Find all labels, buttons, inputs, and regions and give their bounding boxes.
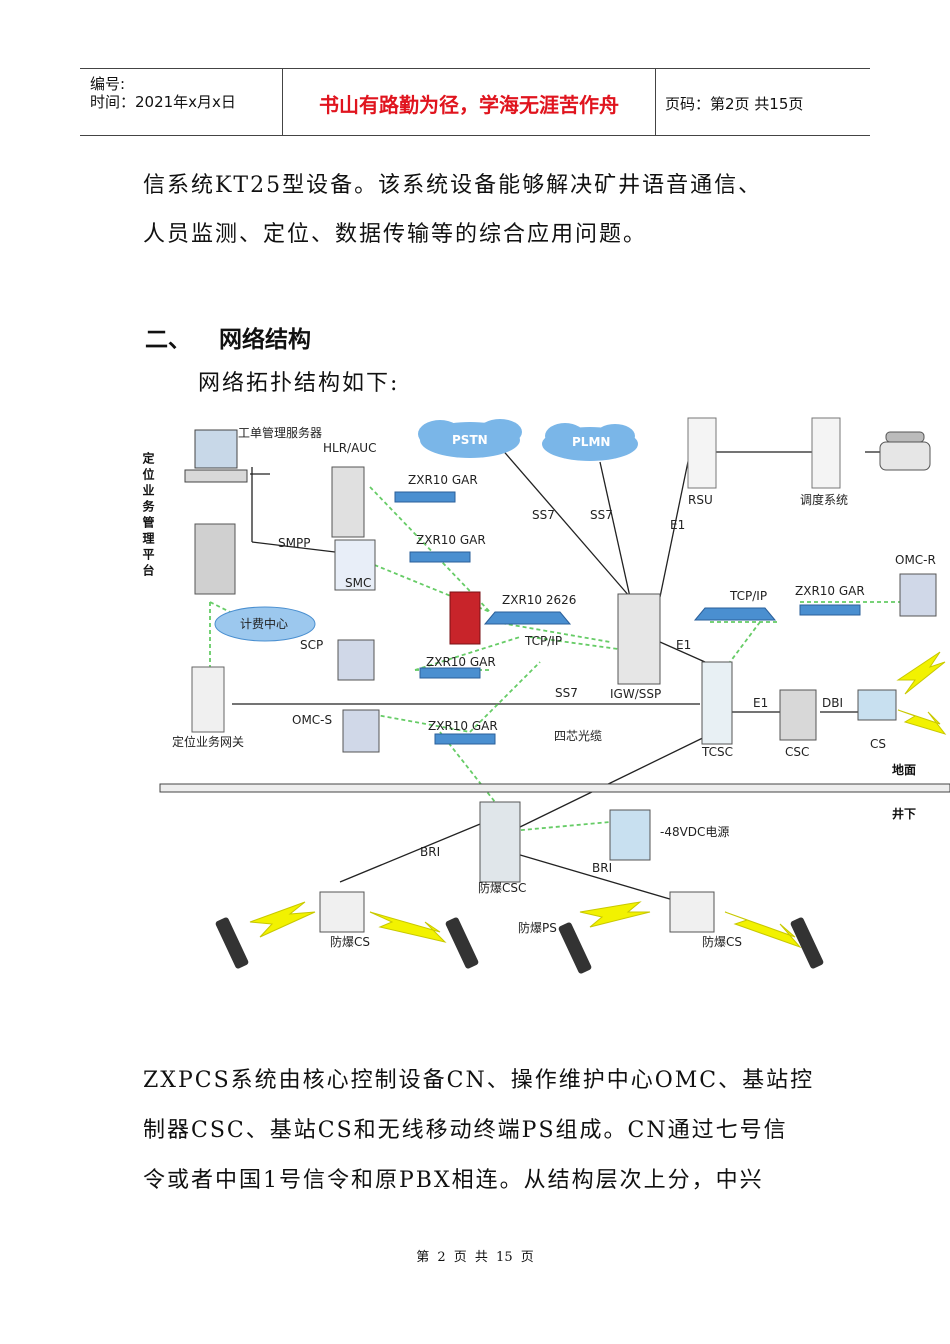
header-page-info: 页码：第2页 共15页 bbox=[665, 95, 804, 113]
body-line-3: 令或者中国1号信令和原PBX相连。从结构层次上分，中兴 bbox=[143, 1168, 764, 1193]
section-heading: 二、 网络结构 bbox=[145, 320, 311, 354]
tcsc-label: TCSC bbox=[701, 745, 733, 759]
rsu-label: RSU bbox=[688, 493, 713, 507]
tcsc-rack-icon bbox=[701, 661, 733, 745]
ps-phone-icons bbox=[215, 917, 824, 974]
plmn-cloud: PLMN bbox=[542, 423, 638, 461]
telephone-icon bbox=[879, 431, 931, 471]
dispatch-rack-icon bbox=[811, 417, 841, 489]
zxr-gar-4-label: ZXR10 GAR bbox=[428, 719, 498, 733]
zxr-gar-2-label: ZXR10 GAR bbox=[416, 533, 486, 547]
smc-label: SMC bbox=[345, 576, 371, 590]
ss7-1-label: SS7 bbox=[532, 508, 555, 522]
omcr-label: OMC-R bbox=[895, 553, 936, 567]
section-number: 二、 bbox=[145, 327, 191, 353]
ex-csc-rack-icon bbox=[479, 801, 521, 883]
doc-time-label: 时间：2021年x月x日 bbox=[90, 93, 236, 111]
switch-2626-icon bbox=[483, 611, 572, 625]
billing-label: 计费中心 bbox=[240, 616, 288, 631]
work-mgmt-label: 工单管理服务器 bbox=[238, 425, 322, 440]
hlr-server-icon bbox=[331, 466, 365, 538]
cs-unit-icon bbox=[857, 689, 897, 721]
ground-surface-line bbox=[159, 783, 950, 793]
zxr-2626-label: ZXR10 2626 bbox=[502, 593, 576, 607]
zxr-gar-1-label: ZXR10 GAR bbox=[408, 473, 478, 487]
bri-1-label: BRI bbox=[420, 845, 440, 859]
omcs-terminal-icon bbox=[342, 709, 380, 753]
gateway-rack-icon bbox=[191, 666, 225, 733]
underground-label: 井下 bbox=[892, 806, 916, 821]
e1-3-label: E1 bbox=[753, 696, 768, 710]
igw-rack-icon bbox=[617, 593, 661, 685]
power-label: -48VDC电源 bbox=[660, 825, 729, 839]
ss7-3-label: SS7 bbox=[555, 686, 578, 700]
ex-cs-1-unit-icon bbox=[319, 891, 365, 933]
csc-rack-icon bbox=[779, 689, 817, 741]
intro-line-2: 人员监测、定位、数据传输等的综合应用问题。 bbox=[143, 222, 648, 247]
ground-label: 地面 bbox=[892, 762, 916, 777]
pstn-label: PSTN bbox=[452, 433, 488, 447]
smpp-label: SMPP bbox=[278, 536, 310, 550]
doc-number-label: 编号: bbox=[90, 75, 126, 93]
e1-1-label: E1 bbox=[670, 518, 685, 532]
smc-server-icon bbox=[334, 539, 376, 591]
rsu-rack-icon bbox=[687, 417, 717, 489]
header-left-cell: 编号: 时间：2021年x月x日 bbox=[80, 69, 282, 135]
body-line-1: ZXPCS系统由核心控制设备CN、操作维护中心OMC、基站控 bbox=[143, 1068, 815, 1093]
hlr-label: HLR/AUC bbox=[323, 441, 376, 455]
dbi-label: DBI bbox=[822, 696, 843, 710]
network-topology-diagram: PSTN PLMN RSU 调度系统 定位业务管理平台 工单管理服务器 定位业务… bbox=[140, 412, 950, 990]
workstation-icon bbox=[184, 429, 248, 483]
bri-2-label: BRI bbox=[592, 861, 612, 875]
plmn-label: PLMN bbox=[572, 435, 610, 449]
header-motto-cell: 书山有路勤为径，学海无涯苦作舟 bbox=[282, 69, 656, 135]
billing-center-shape bbox=[214, 606, 316, 642]
ip-links bbox=[209, 486, 900, 833]
ex-cs-2-unit-icon bbox=[669, 891, 715, 933]
gateway-label: 定位业务网关 bbox=[172, 734, 244, 749]
tcpip-1-label: TCP/IP bbox=[524, 634, 562, 648]
pstn-cloud: PSTN bbox=[418, 419, 522, 458]
csc-label: CSC bbox=[785, 745, 809, 759]
header-motto: 书山有路勤为径，学海无涯苦作舟 bbox=[319, 93, 619, 117]
router-icons bbox=[394, 491, 861, 745]
wireless-bolts-underground bbox=[249, 901, 802, 949]
zxr-gar-5-label: ZXR10 GAR bbox=[795, 584, 865, 598]
cs-label: CS bbox=[870, 737, 886, 751]
diagram-caption: 网络拓扑结构如下: bbox=[198, 371, 400, 396]
switch-right-icon bbox=[693, 607, 777, 621]
tcpip-2-label: TCP/IP bbox=[729, 589, 767, 603]
page-footer: 第 2 页 共 15 页 bbox=[416, 1250, 534, 1265]
dispatch-label: 调度系统 bbox=[800, 492, 848, 507]
section-title: 网络结构 bbox=[219, 327, 311, 353]
omcr-terminal-icon bbox=[899, 573, 937, 617]
platform-server-icon bbox=[194, 523, 236, 595]
zxr-gar-3-label: ZXR10 GAR bbox=[426, 655, 496, 669]
topology-svg: PSTN PLMN RSU 调度系统 定位业务管理平台 工单管理服务器 定位业务… bbox=[141, 417, 950, 974]
body-line-2: 制器CSC、基站CS和无线移动终端PS组成。CN通过七号信 bbox=[143, 1118, 788, 1143]
igw-label: IGW/SSP bbox=[610, 687, 661, 701]
ex-cs-2-label: 防爆CS bbox=[702, 934, 742, 949]
ex-ps-label: 防爆PS bbox=[518, 920, 557, 935]
power-unit-icon bbox=[609, 809, 651, 861]
fourcore-label: 四芯光缆 bbox=[554, 729, 602, 743]
firewall-icon bbox=[449, 591, 481, 645]
platform-vertical-label: 定位业务管理平台 bbox=[141, 451, 155, 580]
e1-2-label: E1 bbox=[676, 638, 691, 652]
ex-cs-1-label: 防爆CS bbox=[330, 934, 370, 949]
wireless-bolts-surface bbox=[896, 651, 947, 735]
trunk-links bbox=[232, 446, 890, 903]
ss7-2-label: SS7 bbox=[590, 508, 613, 522]
scp-label: SCP bbox=[300, 638, 323, 652]
omcs-label: OMC-S bbox=[292, 713, 332, 727]
intro-line-1: 信系统KT25型设备。该系统设备能够解决矿井语音通信、 bbox=[143, 173, 763, 198]
page-header: 编号: 时间：2021年x月x日 书山有路勤为径，学海无涯苦作舟 页码：第2页 … bbox=[80, 68, 870, 136]
scp-terminal-icon bbox=[337, 639, 375, 681]
ex-csc-label: 防爆CSC bbox=[478, 880, 526, 895]
